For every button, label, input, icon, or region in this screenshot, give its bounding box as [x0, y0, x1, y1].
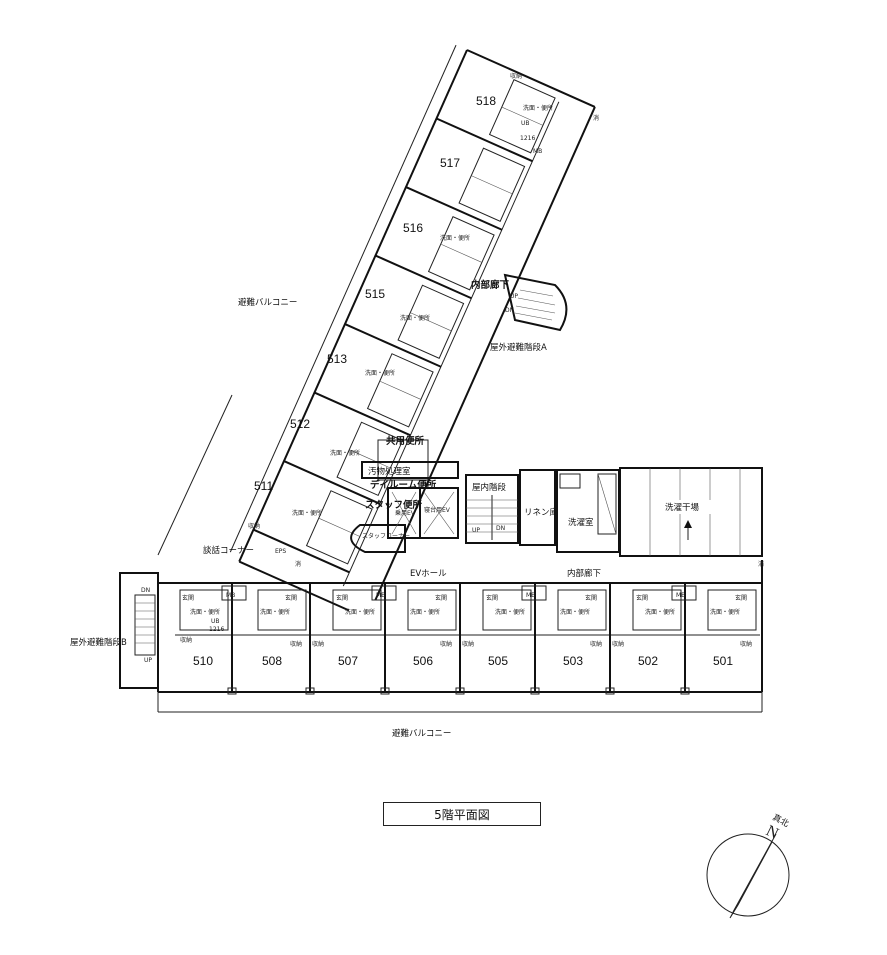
- dayroom-toilet-label: デイルーム便所: [370, 479, 437, 491]
- indoor-stair-dn: DN: [496, 525, 505, 532]
- stair-b-up: UP: [144, 657, 152, 664]
- storage-label: 収納: [590, 640, 602, 648]
- stair-b-dn: DN: [141, 587, 150, 594]
- linen-label: リネン庫: [524, 507, 559, 518]
- storage-label: 収納: [740, 640, 752, 648]
- entrance-label: 玄関: [585, 594, 597, 602]
- entrance-label: 玄関: [182, 594, 194, 602]
- waste-room-label: 汚物処理室: [368, 466, 411, 477]
- wash-toilet-label: 洗面・便所: [495, 608, 525, 616]
- ub-size-label: 1216: [209, 626, 224, 633]
- talk-corner-label: 談話コーナー: [203, 545, 254, 556]
- storage-label: 収納: [312, 640, 324, 648]
- room-507: 507: [338, 654, 358, 668]
- room-503: 503: [563, 654, 583, 668]
- wash-toilet-label: 洗面・便所: [330, 449, 360, 457]
- storage-label: 収納: [612, 640, 624, 648]
- wash-toilet-label: 洗面・便所: [645, 608, 675, 616]
- room-505: 505: [488, 654, 508, 668]
- wash-toilet-label: 洗面・便所: [710, 608, 740, 616]
- room-515: 515: [365, 287, 385, 301]
- balcony-main-label: 避難バルコニー: [392, 728, 451, 739]
- north-arrow: N 真北: [706, 812, 791, 919]
- main-wing: [157, 560, 763, 713]
- shared-toilet-label: 共用便所: [386, 435, 425, 447]
- wash-toilet-label: 洗面・便所: [523, 104, 553, 112]
- room-510: 510: [193, 654, 213, 668]
- wing-partitions: [253, 79, 556, 574]
- room-518: 518: [476, 94, 496, 108]
- core-area: 共用便所 汚物処理室 デイルーム便所 スタッフ便所 スタッフコーナー 乗用EV …: [203, 435, 763, 579]
- ub-size-label: 1216: [520, 135, 535, 142]
- room-502: 502: [638, 654, 658, 668]
- wash-toilet-label: 洗面・便所: [292, 509, 322, 517]
- room-517: 517: [440, 156, 460, 170]
- plan-title: 5階平面図: [383, 802, 541, 826]
- room-501: 501: [713, 654, 733, 668]
- entrance-label: 玄関: [285, 594, 297, 602]
- stair-a-label: 屋外避難階段A: [490, 342, 547, 353]
- stair-b-label: 屋外避難階段B: [70, 637, 127, 648]
- storage-label: 収納: [248, 522, 260, 530]
- wash-toilet-label: 洗面・便所: [345, 608, 375, 616]
- entrance-label: 玄関: [636, 594, 648, 602]
- indoor-stair-up: UP: [472, 527, 480, 534]
- entrance-label: 玄関: [336, 594, 348, 602]
- wash-toilet-label: 洗面・便所: [365, 369, 395, 377]
- wash-toilet-label: 洗面・便所: [440, 234, 470, 242]
- wash-toilet-label: 洗面・便所: [400, 314, 430, 322]
- staff-toilet-label: スタッフ便所: [365, 499, 423, 511]
- staff-corner-label: スタッフコーナー: [362, 532, 410, 540]
- room-513: 513: [327, 352, 347, 366]
- entrance-label: 玄関: [486, 594, 498, 602]
- mb-label: MB: [533, 148, 542, 155]
- outdoor-stair-a: UP DN: [503, 273, 568, 332]
- stair-a-dn: DN: [505, 307, 514, 314]
- outdoor-stair-b: DN UP: [119, 572, 159, 689]
- ev-bed-label: 寝台用EV: [424, 506, 451, 514]
- diagonal-wing: [229, 44, 596, 612]
- stair-a-up: UP: [510, 293, 518, 300]
- room-508: 508: [262, 654, 282, 668]
- storage-label: 収納: [462, 640, 474, 648]
- outer-wall-link: [157, 394, 233, 556]
- fire-ext-label: 消: [758, 560, 764, 568]
- mb-label: MB: [676, 592, 685, 599]
- ev-hall-label: EVホール: [410, 569, 447, 579]
- eps-label: EPS: [275, 548, 286, 555]
- room-512: 512: [290, 417, 310, 431]
- ub-label: UB: [521, 120, 530, 127]
- inner-corridor-wing: 内部廊下: [471, 279, 510, 291]
- ub-label: UB: [211, 618, 220, 625]
- inner-corridor-wing-text: 内部廊下: [471, 279, 510, 291]
- storage-label: 収納: [510, 72, 522, 80]
- fire-ext-label: 消: [593, 114, 599, 122]
- laundry-label: 洗濯室: [568, 517, 594, 528]
- inner-corridor-main-label: 内部廊下: [567, 568, 602, 579]
- ev-passenger-label: 乗用EV: [395, 510, 416, 517]
- wash-toilet-label: 洗面・便所: [410, 608, 440, 616]
- storage-label: 収納: [440, 640, 452, 648]
- fire-ext-label: 消: [295, 560, 301, 568]
- room-511: 511: [254, 479, 273, 493]
- storage-label: 収納: [180, 636, 192, 644]
- mb-label: MB: [376, 592, 385, 599]
- entrance-label: 玄関: [735, 594, 747, 602]
- wash-toilet-label: 洗面・便所: [190, 608, 220, 616]
- wash-toilet-label: 洗面・便所: [260, 608, 290, 616]
- indoor-stair-label: 屋内階段: [472, 482, 507, 493]
- entrance-label: 玄関: [435, 594, 447, 602]
- drying-label: 洗濯干場: [665, 502, 700, 513]
- mb-label: MB: [226, 592, 235, 599]
- room-516: 516: [403, 221, 423, 235]
- balcony-wing-label: 避難バルコニー: [238, 297, 297, 308]
- room-506: 506: [413, 654, 433, 668]
- wash-toilet-label: 洗面・便所: [560, 608, 590, 616]
- storage-label: 収納: [290, 640, 302, 648]
- mb-label: MB: [526, 592, 535, 599]
